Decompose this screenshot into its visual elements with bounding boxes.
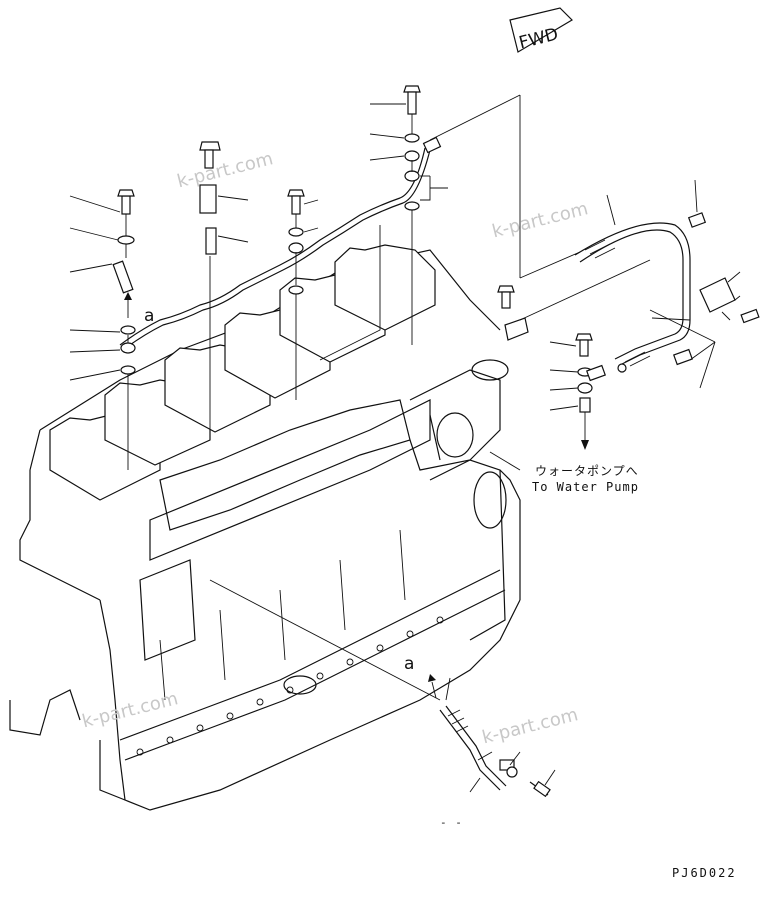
callout-arrow-lower xyxy=(428,674,437,699)
callout-a-lower: a xyxy=(404,654,415,674)
parts-right xyxy=(497,212,760,450)
oil-feed-pipe xyxy=(119,147,431,351)
fwd-arrow-icon xyxy=(509,7,573,53)
destination-label-en: To Water Pump xyxy=(532,480,639,494)
callout-arrow-upper xyxy=(124,292,132,318)
engine-block xyxy=(9,249,521,811)
parts-left xyxy=(112,189,136,470)
leader-lines xyxy=(69,94,741,793)
water-pipe xyxy=(574,222,691,367)
parts-second xyxy=(199,141,221,440)
drawing-code: PJ6D022 xyxy=(672,866,737,880)
oil-return-pipe xyxy=(439,705,551,798)
destination-label-ja: ウォータポンプへ xyxy=(535,464,639,478)
partial-label: - - xyxy=(440,816,463,829)
exhaust-manifold xyxy=(159,359,509,531)
callout-a-upper: a xyxy=(144,306,155,326)
parts-third xyxy=(287,189,305,400)
cylinder-head-covers xyxy=(49,244,436,501)
parts-top-center xyxy=(403,85,442,345)
